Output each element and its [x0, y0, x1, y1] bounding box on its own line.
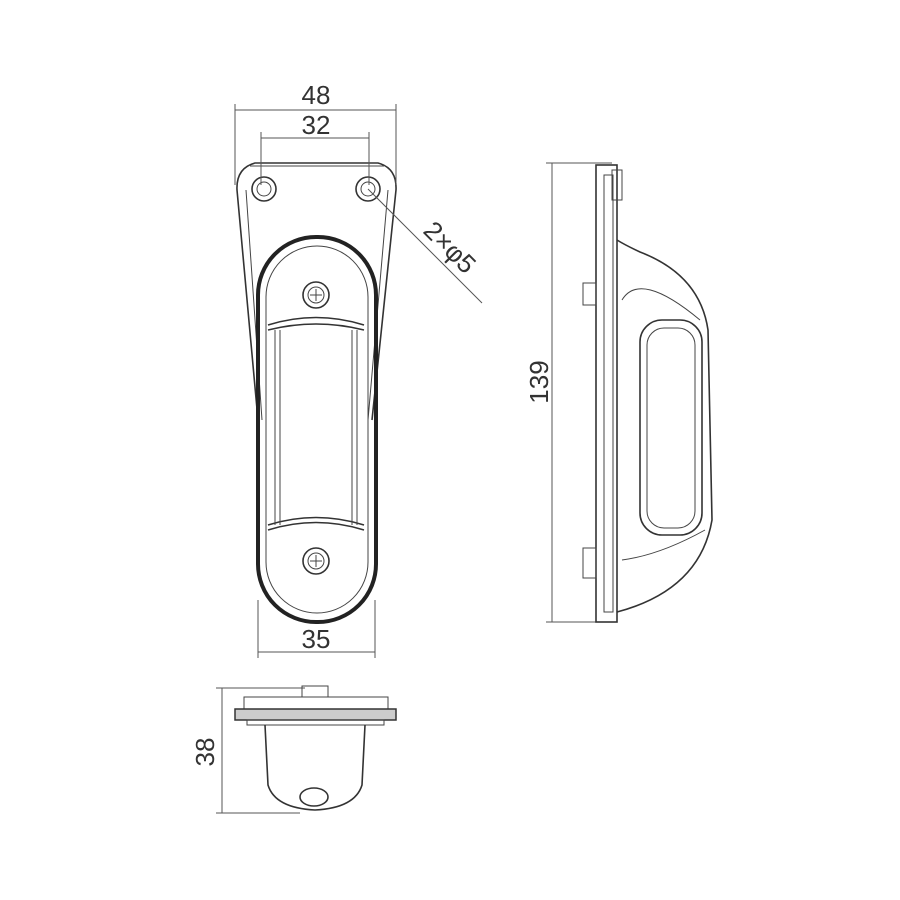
front-view: 48 32 35 2×φ5	[234, 80, 483, 658]
screw-icon	[302, 281, 330, 309]
drain-hole	[299, 787, 329, 807]
cup-body	[264, 724, 366, 811]
recess-outer	[256, 235, 378, 624]
dim-32: 32	[302, 110, 331, 140]
dim-holes: 2×φ5	[418, 215, 482, 279]
dim-48: 48	[302, 80, 331, 110]
screw-icon	[302, 547, 330, 575]
mounting-plate-outline	[236, 162, 397, 421]
mounting-hole-right	[355, 176, 381, 202]
handle-grip	[639, 319, 703, 536]
bottom-view: 38	[190, 685, 397, 814]
dim-139: 139	[524, 360, 554, 403]
dim-35: 35	[302, 624, 331, 654]
handle-profile	[616, 239, 713, 613]
dim-38: 38	[190, 738, 220, 767]
mounting-hole-left	[251, 176, 277, 202]
side-view: 139	[524, 162, 713, 623]
